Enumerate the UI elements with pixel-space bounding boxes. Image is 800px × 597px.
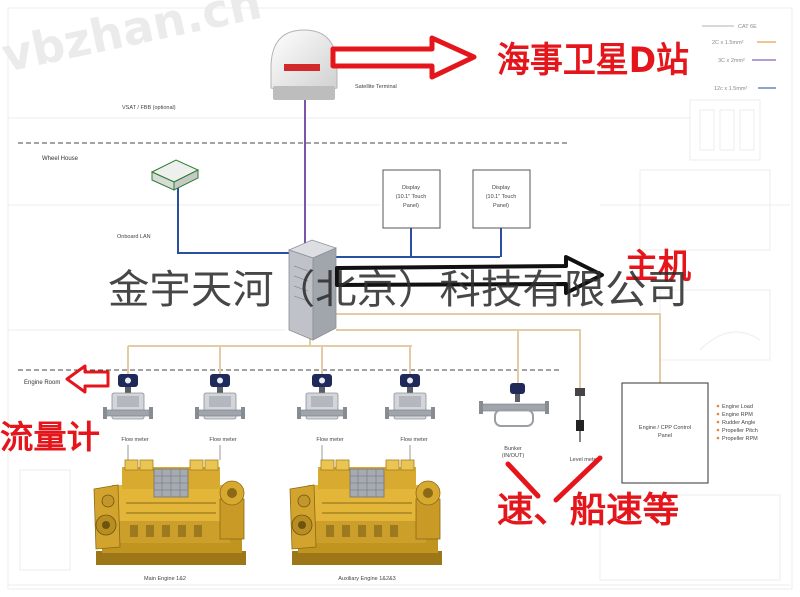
- level-meter-label: Level meter: [570, 457, 599, 463]
- signal-rudder-angle: Rudder Angle: [722, 420, 755, 426]
- display-2-line3: Panel): [493, 203, 509, 209]
- arrow-left-icon: [65, 364, 110, 394]
- display-1-line1: Display: [402, 185, 420, 191]
- fuel-pipes: [127, 445, 411, 460]
- satellite-station-note: 海事卫星D站: [497, 41, 689, 81]
- signal-propeller-pitch: Propeller Pitch: [722, 428, 758, 434]
- bullet-icon: [716, 436, 720, 440]
- server-icon: [287, 239, 338, 341]
- flow-meter-4-icon: [384, 373, 436, 420]
- signal-engine-load: Engine Load: [722, 404, 753, 410]
- control-panel-line1: Engine / CPP Control: [639, 425, 691, 431]
- display-panel-1: Display (10.1" Touch Panel): [382, 169, 441, 229]
- v-arrow-icon: [505, 455, 603, 503]
- control-panel: Engine / CPP Control Panel: [621, 382, 709, 484]
- display-2-line1: Display: [492, 185, 510, 191]
- onboard-lan-label: Onboard LAN: [117, 234, 151, 240]
- engine-room-label: Engine Room: [24, 380, 60, 386]
- control-panel-line2: Panel: [658, 433, 672, 439]
- satellite-terminal-label: Satellite Terminal: [355, 84, 397, 90]
- satellite-dome-icon: [270, 29, 338, 100]
- router-icon: [150, 159, 200, 191]
- arrow-right-black-icon: [335, 255, 604, 295]
- bunker-label-line1: Bunker: [504, 446, 522, 452]
- display-panel-2: Display (10.1" Touch Panel): [472, 169, 531, 229]
- main-engine-label: Main Engine 1&2: [144, 576, 186, 582]
- legend-3c: 3C x 2mm²: [718, 58, 745, 64]
- level-meter-icon: [575, 388, 585, 442]
- flow-meter-4-label: Flow meter: [400, 437, 427, 443]
- speed-note: 速、船速等: [497, 491, 679, 531]
- flow-meter-3-label: Flow meter: [316, 437, 343, 443]
- site-watermark: vbzhan.cn: [0, 0, 266, 83]
- flow-meter-note: 流量计: [0, 418, 100, 456]
- wheel-house-label: Wheel House: [42, 156, 79, 162]
- display-2-line2: (10.1" Touch: [486, 194, 517, 200]
- bullet-icon: [716, 404, 720, 408]
- auxiliary-engine-icon: [289, 459, 443, 566]
- signal-propeller-rpm: Propeller RPM: [722, 436, 758, 442]
- legend-2c: 2C x 1.5mm²: [712, 40, 744, 46]
- bullet-icon: [716, 428, 720, 432]
- signal-wiring: [127, 313, 661, 388]
- signal-engine-rpm: Engine RPM: [722, 412, 753, 418]
- control-signal-list: Engine Load Engine RPM Rudder Angle Prop…: [716, 404, 758, 442]
- flow-meter-3-icon: [296, 373, 348, 420]
- company-watermark: 金宇天河（北京）科技有限公司: [108, 267, 688, 313]
- vsat-lan-line: [177, 188, 289, 254]
- blueprint-background: [7, 7, 793, 590]
- flow-meter-2-label: Flow meter: [209, 437, 236, 443]
- main-engine-icon: [93, 459, 247, 566]
- flow-meter-1-icon: [102, 373, 154, 420]
- bullet-icon: [716, 420, 720, 424]
- cable-legend: CAT 6E 2C x 1.5mm² 3C x 2mm² 12c x 1.5mm…: [702, 24, 776, 92]
- bunker-label-line2: (IN/OUT): [502, 453, 524, 459]
- auxiliary-engine-label: Auxiliary Engine 1&2&3: [338, 576, 395, 582]
- legend-cat6: CAT 6E: [738, 24, 757, 30]
- flow-meter-1-label: Flow meter: [121, 437, 148, 443]
- arrow-right-icon: [330, 35, 477, 80]
- bunker-meter-icon: [479, 383, 549, 427]
- bullet-icon: [716, 412, 720, 416]
- flow-meter-2-icon: [194, 373, 246, 420]
- vsat-label: VSAT / FBB (optional): [122, 105, 176, 111]
- display-1-line3: Panel): [403, 203, 419, 209]
- legend-12c: 12c x 1.5mm²: [714, 86, 747, 92]
- display-1-line2: (10.1" Touch: [396, 194, 427, 200]
- main-engine-note: 主机: [625, 247, 691, 287]
